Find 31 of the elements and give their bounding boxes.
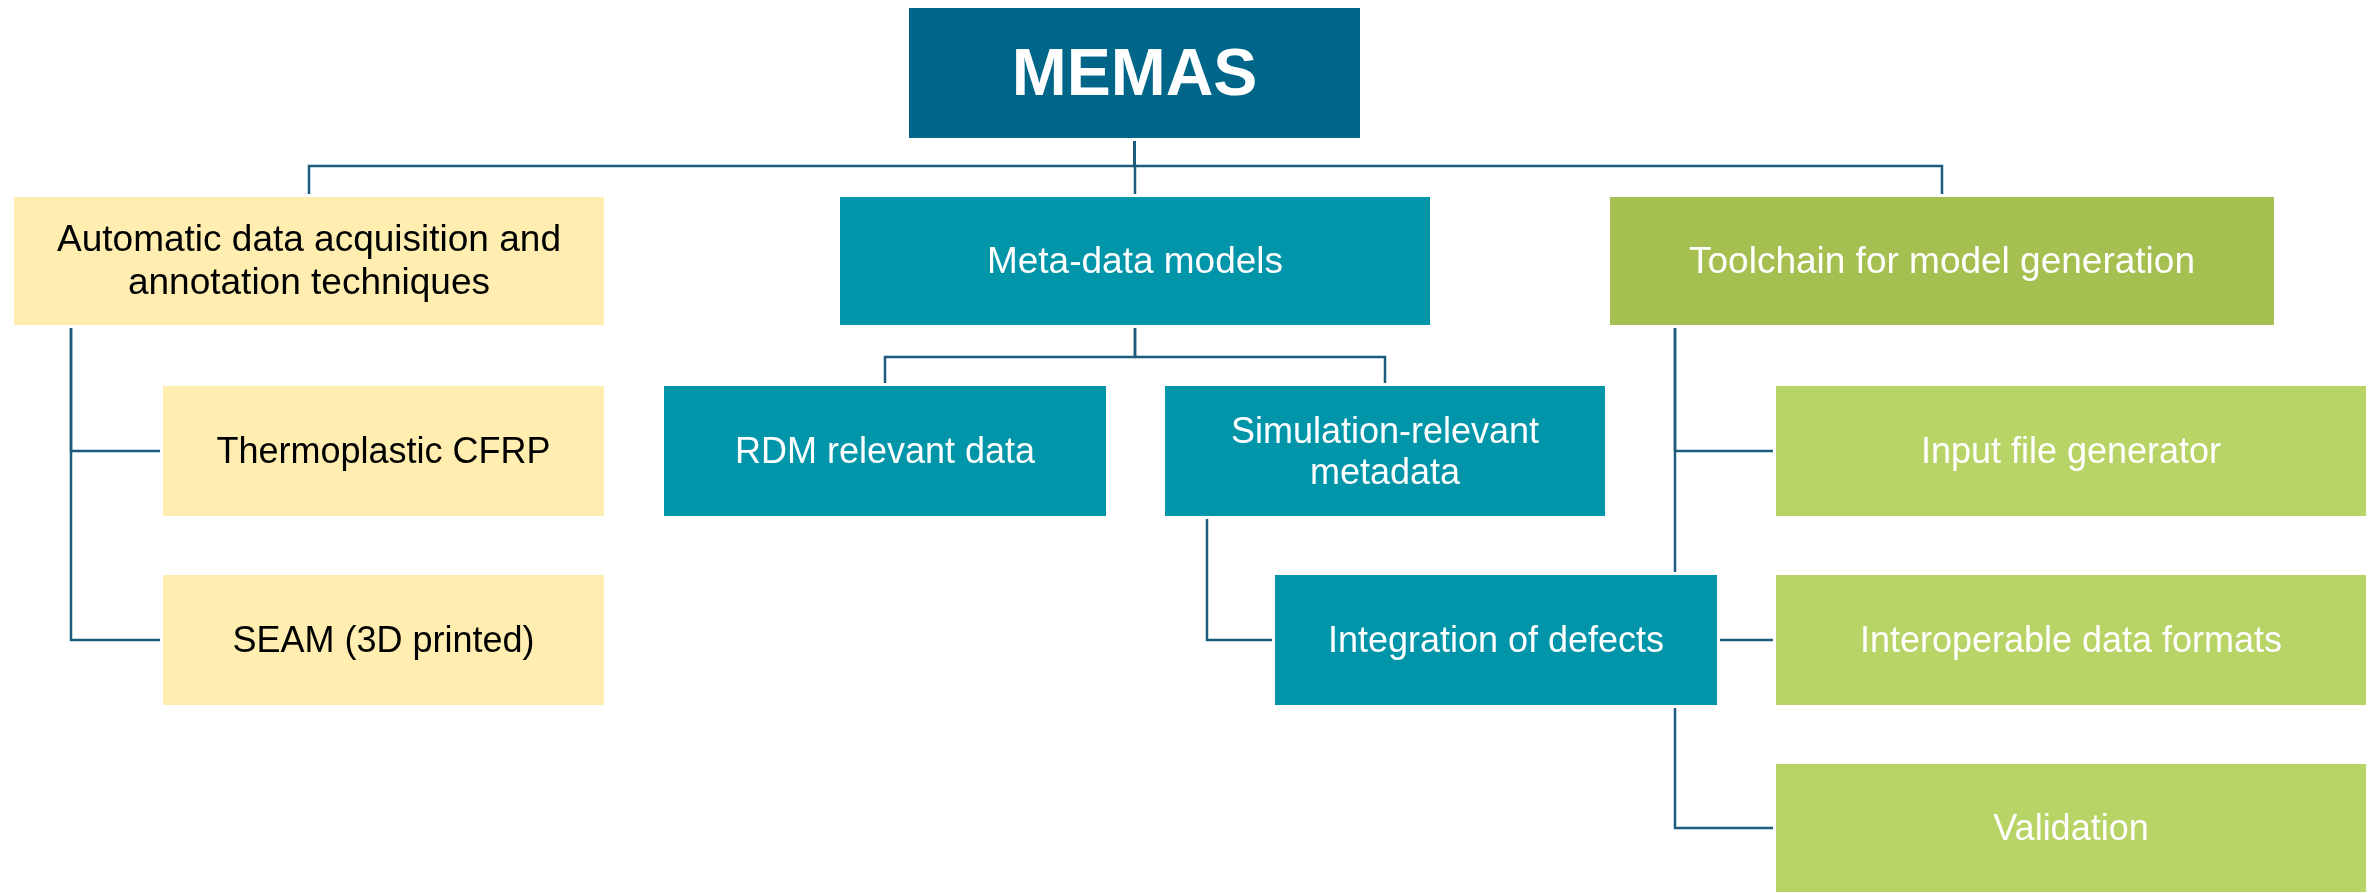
topic-box xyxy=(1610,197,2274,325)
topic-box xyxy=(1776,575,2366,705)
topic-box xyxy=(163,575,604,705)
topic-label: Validation xyxy=(1993,807,2149,849)
topic-label: Simulation-relevant metadata xyxy=(1229,409,1541,493)
topic-label: SEAM (3D printed) xyxy=(232,619,535,661)
connector-line xyxy=(1673,328,1677,572)
connector-line xyxy=(1133,141,1944,194)
topic-label: Automatic data acquisition and annotation techniques xyxy=(56,218,562,304)
topic-box xyxy=(14,197,604,325)
connector-line xyxy=(69,328,160,642)
topic-box xyxy=(1776,386,2366,516)
topic-box xyxy=(664,386,1106,516)
topic-label: Toolchain for model generation xyxy=(1689,239,2195,283)
topic-label: RDM relevant data xyxy=(734,430,1036,472)
title-text: MEMAS xyxy=(1011,35,1258,111)
topic-box xyxy=(1275,575,1717,705)
topic-label: Thermoplastic CFRP xyxy=(216,430,551,472)
topic-label: Interoperable data formats xyxy=(1859,619,2283,661)
title-box xyxy=(909,8,1360,138)
connector-line xyxy=(1720,638,1773,642)
topic-box xyxy=(840,197,1430,325)
topic-label: Meta-data models xyxy=(986,239,1284,283)
topic-label: Input file generator xyxy=(1920,430,2222,472)
topic-box xyxy=(163,386,604,516)
topic-box xyxy=(1165,386,1605,516)
connector-line xyxy=(1673,708,1773,830)
connector-line xyxy=(1205,519,1272,642)
connector-line xyxy=(1133,328,1387,383)
topic-box xyxy=(1776,764,2366,892)
topic-label: Integration of defects xyxy=(1327,619,1665,661)
